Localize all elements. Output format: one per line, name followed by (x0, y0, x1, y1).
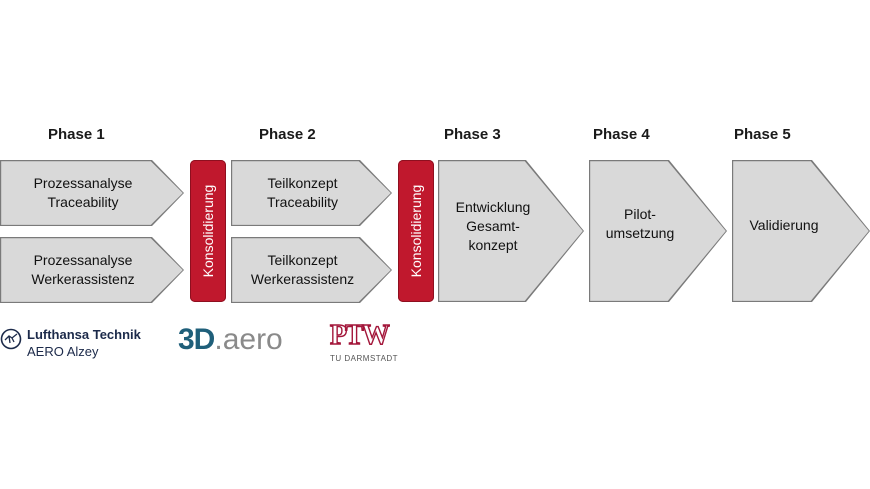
phase-1-werkerassistenz-box: Prozessanalyse Werkerassistenz (0, 237, 184, 303)
box-line: Traceability (266, 194, 339, 210)
lufthansa-technik-logo: Lufthansa Technik AERO Alzey (0, 324, 160, 364)
phase-2-heading: Phase 2 (259, 126, 316, 143)
phase-5-box: Validierung (732, 160, 870, 302)
ptw-subtitle: TU DARMSTADT (330, 354, 399, 363)
phase-3-heading: Phase 3 (444, 126, 501, 143)
phase-4-box: Pilot- umsetzung (589, 160, 727, 302)
box-line: Werkerassistenz (250, 271, 355, 287)
box-line: Prozessanalyse (33, 252, 133, 268)
3d-aero-logo: 3D.aero (178, 323, 283, 359)
consolidation-bar-2: Konsolidierung (398, 160, 434, 302)
box-line: Entwicklung (455, 198, 531, 215)
box-line: umsetzung (605, 225, 675, 241)
box-line: konzept (468, 236, 518, 253)
consolidation-label: Konsolidierung (200, 184, 216, 278)
box-line: Teilkonzept (267, 252, 338, 268)
phase-2-traceability-box: Teilkonzept Traceability (231, 160, 392, 226)
lufthansa-name: Lufthansa Technik (27, 327, 141, 342)
crane-icon (0, 328, 22, 350)
consolidation-label: Konsolidierung (408, 184, 424, 278)
phase-2-werkerassistenz-box: Teilkonzept Werkerassistenz (231, 237, 392, 303)
phase-1-traceability-box: Prozessanalyse Traceability (0, 160, 184, 226)
box-line: Teilkonzept (267, 175, 338, 191)
box-line: Pilot- (624, 206, 656, 222)
phase-1-heading: Phase 1 (48, 126, 105, 143)
3d-aero-suffix: .aero (214, 323, 283, 356)
phase-5-heading: Phase 5 (734, 126, 791, 143)
box-line: Gesamt- (466, 217, 520, 234)
ptw-logo: PTW TU DARMSTADT (328, 320, 399, 365)
ptw-mark: PTW (329, 320, 390, 351)
lufthansa-sub: AERO Alzey (27, 344, 99, 359)
phase-3-box: Entwicklung Gesamt- konzept (438, 160, 584, 302)
consolidation-bar-1: Konsolidierung (190, 160, 226, 302)
box-line: Traceability (47, 194, 119, 210)
3d-aero-mark: 3D (178, 323, 215, 356)
box-line: Prozessanalyse (33, 175, 133, 191)
box-line: Werkerassistenz (31, 271, 135, 287)
phase-4-heading: Phase 4 (593, 126, 650, 143)
box-line: Validierung (749, 216, 819, 233)
